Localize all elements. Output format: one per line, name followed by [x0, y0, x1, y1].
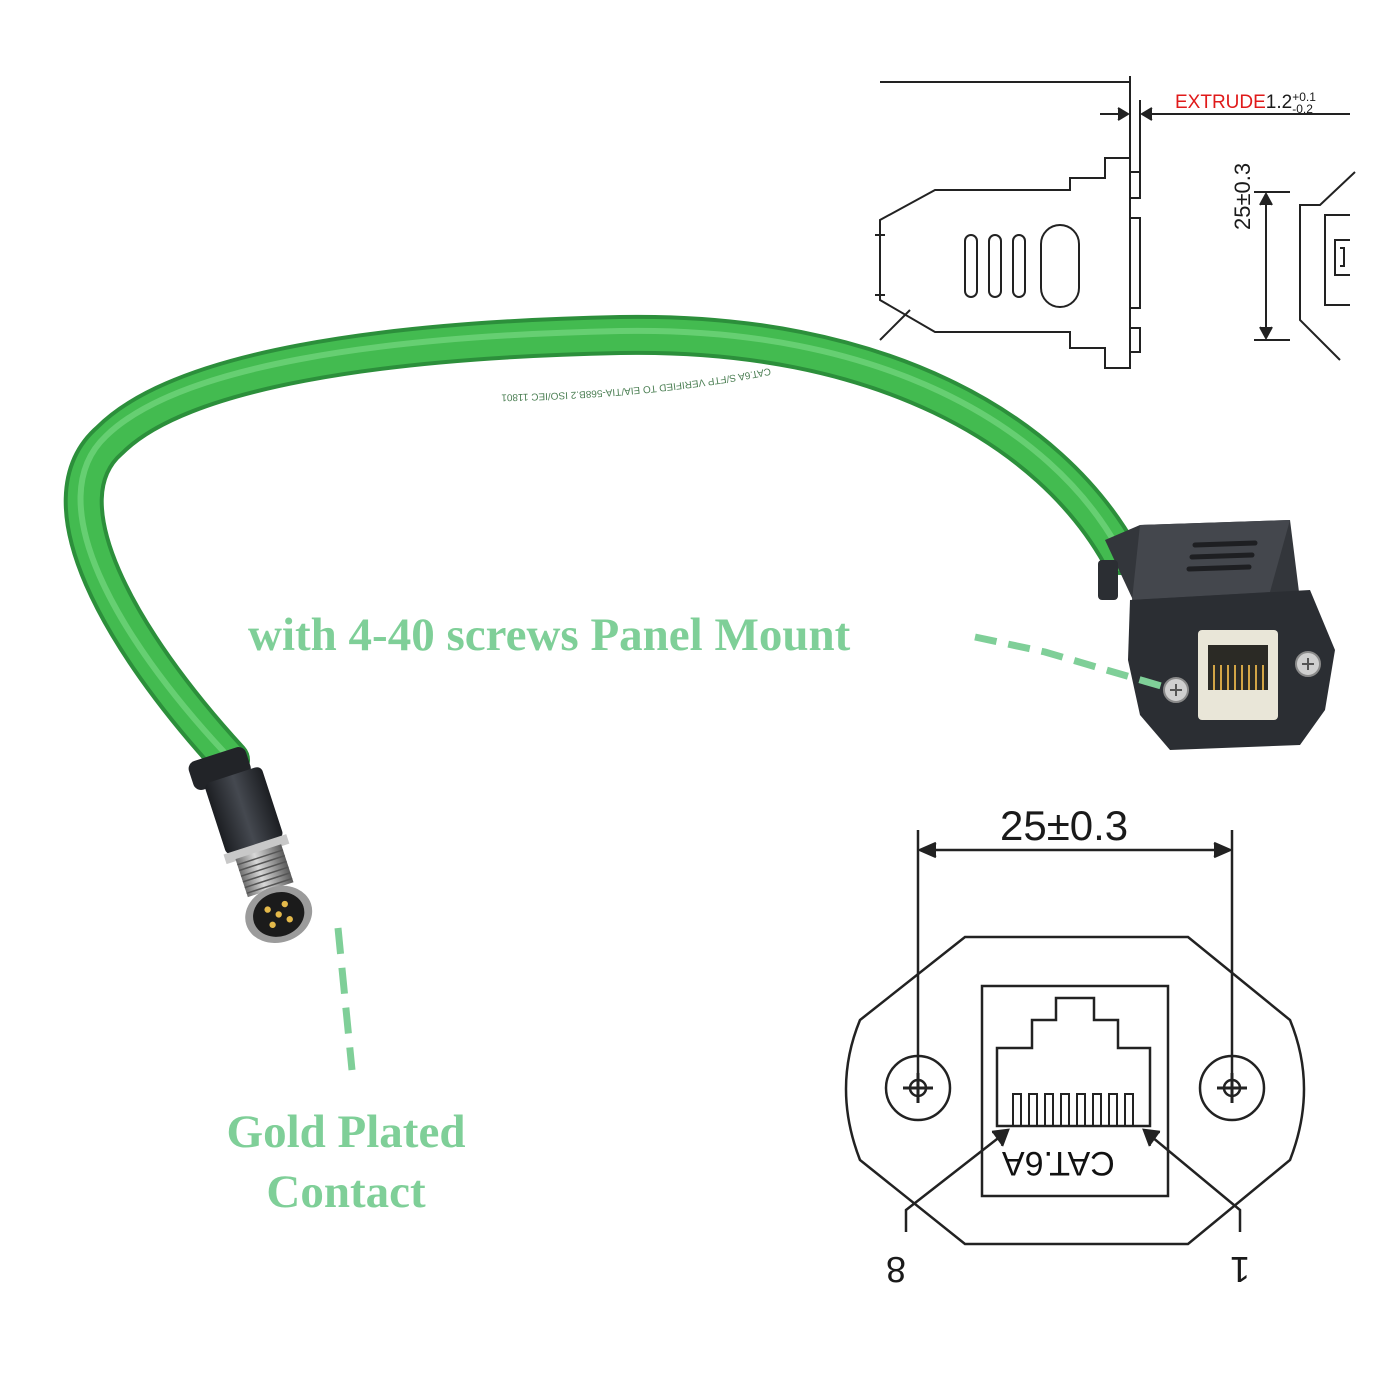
extrude-value: 1.2 — [1265, 92, 1293, 114]
extrude-tol-plus: +0.1 — [1292, 90, 1316, 104]
pin-1-label: 1 — [1230, 1249, 1251, 1290]
front-view-drawing — [1254, 171, 1356, 361]
panel-mount-callout: with 4-40 screws Panel Mount — [248, 609, 851, 661]
ethernet-cable: CAT.6A S/FTP VERIFIED TO EIA/TIA-568B.2 … — [63, 314, 1140, 780]
panel-mount-leader — [974, 633, 1169, 692]
cable-print-text: CAT.6A S/FTP VERIFIED TO EIA/TIA-568B.2 … — [501, 365, 772, 402]
jack-category-label: CAT.6A — [1002, 1144, 1115, 1182]
jack-height-dimension: 25±0.3 — [1230, 162, 1255, 230]
jack-width-dimension: 25±0.3 — [1000, 802, 1129, 849]
gold-contact-leader — [334, 927, 356, 1071]
extrude-word: EXTRUDE — [1175, 92, 1266, 114]
side-view-drawing — [875, 76, 1350, 369]
gold-contact-line1: Gold Plated — [226, 1106, 466, 1158]
gold-contact-line2: Contact — [266, 1166, 426, 1218]
svg-text:CAT.6A S/FTP VERIFIED TO EIA/T: CAT.6A S/FTP VERIFIED TO EIA/TIA-568B.2 … — [501, 365, 772, 402]
m12-connector — [188, 747, 313, 944]
rj45-panel-jack — [1098, 520, 1335, 750]
pin-8-label: 8 — [886, 1249, 907, 1290]
extrude-tol-minus: -0.2 — [1292, 102, 1313, 116]
gold-contact-callout: Gold Plated Contact — [186, 1102, 506, 1222]
jack-front-drawing — [844, 830, 1306, 1246]
extrude-dimension: EXTRUDE1.2+0.1-0.2 — [1175, 91, 1316, 115]
